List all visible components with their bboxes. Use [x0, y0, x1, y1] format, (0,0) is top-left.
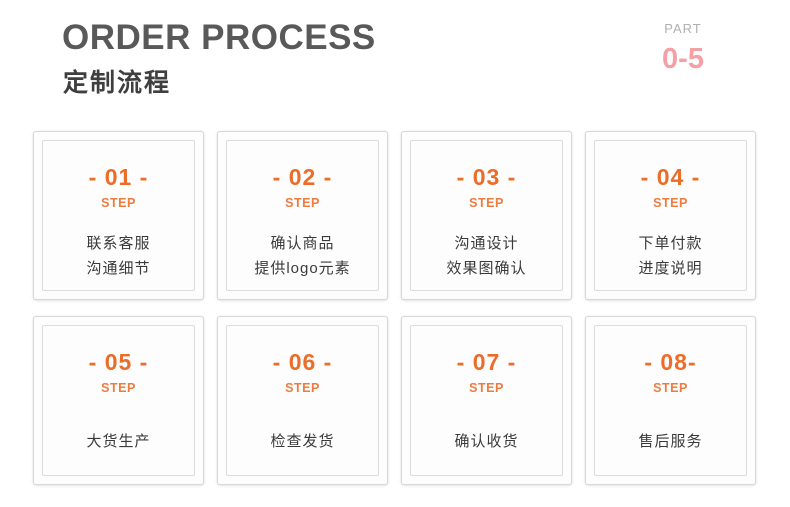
step-card: - 04 - STEP 下单付款 进度说明: [585, 131, 756, 300]
step-description-line: 联系客服: [86, 235, 151, 252]
step-word: STEP: [101, 196, 136, 210]
step-word: STEP: [101, 381, 136, 395]
step-description-line: 下单付款: [638, 235, 703, 252]
step-word: STEP: [469, 196, 504, 210]
step-card: - 07 - STEP 确认收货: [401, 316, 572, 485]
step-word: STEP: [653, 196, 688, 210]
step-description: 沟通设计 效果图确认: [446, 231, 526, 281]
page-title-english: ORDER PROCESS: [62, 18, 376, 57]
step-number: - 07 -: [456, 349, 517, 375]
step-number: - 08-: [644, 349, 697, 375]
step-description: 确认商品 提供logo元素: [254, 231, 350, 281]
step-number: - 01 -: [88, 164, 149, 190]
part-label: PART: [664, 21, 702, 36]
step-card-frame: - 04 - STEP 下单付款 进度说明: [594, 140, 747, 291]
step-description-line: 确认收货: [454, 433, 519, 450]
step-card: - 01 - STEP 联系客服 沟通细节: [33, 131, 204, 300]
step-card-frame: - 01 - STEP 联系客服 沟通细节: [42, 140, 195, 291]
part-number: 0-5: [662, 43, 704, 75]
step-word: STEP: [469, 381, 504, 395]
step-description-line: 沟通细节: [86, 260, 151, 277]
step-number: - 02 -: [272, 164, 333, 190]
step-description-line: 确认商品: [270, 235, 335, 252]
step-card-frame: - 07 - STEP 确认收货: [410, 325, 563, 476]
step-card: - 06 - STEP 检查发货: [217, 316, 388, 485]
step-number: - 03 -: [456, 164, 517, 190]
page-header: ORDER PROCESS 定制流程 PART 0-5: [0, 0, 790, 120]
step-word: STEP: [285, 196, 320, 210]
step-card: - 05 - STEP 大货生产: [33, 316, 204, 485]
step-description-line: 售后服务: [638, 433, 703, 450]
step-card: - 02 - STEP 确认商品 提供logo元素: [217, 131, 388, 300]
step-word: STEP: [285, 381, 320, 395]
step-description: 确认收货: [454, 429, 518, 454]
step-number: - 06 -: [272, 349, 333, 375]
step-description-line: 效果图确认: [446, 260, 527, 277]
step-card: - 08- STEP 售后服务: [585, 316, 756, 485]
step-number: - 05 -: [88, 349, 149, 375]
step-card: - 03 - STEP 沟通设计 效果图确认: [401, 131, 572, 300]
step-description: 下单付款 进度说明: [638, 231, 702, 281]
step-card-frame: - 02 - STEP 确认商品 提供logo元素: [226, 140, 379, 291]
step-description: 大货生产: [86, 429, 150, 454]
step-card-frame: - 05 - STEP 大货生产: [42, 325, 195, 476]
step-card-frame: - 08- STEP 售后服务: [594, 325, 747, 476]
step-card-frame: - 06 - STEP 检查发货: [226, 325, 379, 476]
step-description-line: 大货生产: [86, 433, 151, 450]
step-description-line: 进度说明: [638, 260, 703, 277]
step-card-grid: - 01 - STEP 联系客服 沟通细节 - 02 - STEP 确认商品 提…: [33, 131, 757, 485]
step-description: 联系客服 沟通细节: [86, 231, 150, 281]
step-card-frame: - 03 - STEP 沟通设计 效果图确认: [410, 140, 563, 291]
page-title-chinese: 定制流程: [63, 69, 172, 97]
step-number: - 04 -: [640, 164, 701, 190]
step-description-line: 沟通设计: [454, 235, 519, 252]
step-word: STEP: [653, 381, 688, 395]
step-description: 售后服务: [638, 429, 702, 454]
step-description-line: 提供logo元素: [254, 260, 351, 277]
step-description: 检查发货: [270, 429, 334, 454]
step-description-line: 检查发货: [270, 433, 335, 450]
